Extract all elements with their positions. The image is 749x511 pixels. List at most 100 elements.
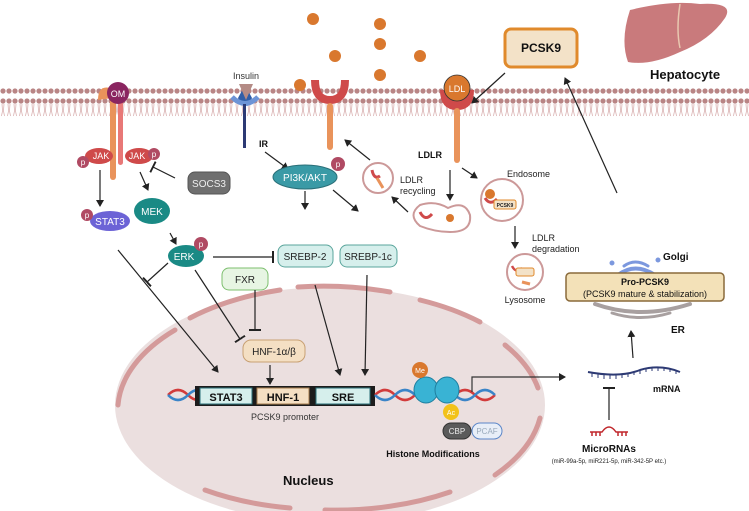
- golgi-label: Golgi: [663, 252, 689, 263]
- nucleosome-icon: [413, 376, 439, 404]
- promoter-stat3-label: STAT3: [209, 392, 242, 404]
- erk-inhibits-hnf1: [194, 269, 246, 344]
- micrornas-sub-label: (miR-99a-5p, miR221-5p, miR-342-5P etc.): [552, 459, 667, 465]
- om-ligand: [107, 82, 129, 104]
- ldl-particles: [294, 13, 426, 91]
- promoter-box-stat3[interactable]: [199, 387, 253, 405]
- srebp1c-label: SREBP-1c: [344, 252, 392, 263]
- promoter-box-hnf1[interactable]: [256, 387, 310, 405]
- phospho-erk: [194, 237, 208, 251]
- pcsk9-label: PCSK9: [521, 41, 561, 55]
- recycling-to-membrane-arrow: [344, 139, 371, 161]
- mek-label: MEK: [141, 207, 163, 218]
- nucleus-label: Nucleus: [283, 473, 334, 488]
- insulin-ligand: [239, 84, 253, 100]
- srebp2-node[interactable]: [277, 244, 334, 268]
- er-label: ER: [671, 325, 686, 336]
- jak-to-mek-arrow: [139, 171, 150, 191]
- ldlr-label: LDLR: [418, 150, 442, 160]
- insulin-label: Insulin: [233, 71, 259, 81]
- socs3-label: SOCS3: [192, 179, 226, 190]
- mrna-to-er-arrow: [627, 330, 636, 359]
- micrornas-label: MicroRNAs: [582, 444, 636, 455]
- pi3k-to-srebp1c-arrow: [332, 189, 359, 212]
- mek-node[interactable]: [134, 198, 170, 224]
- socs3-inhibits-jak: [149, 161, 176, 179]
- phospho-label: p: [336, 160, 341, 169]
- ldlr-to-endosome-arrow: [461, 167, 478, 179]
- pcsk9-box[interactable]: [503, 27, 579, 69]
- mek-to-erk-arrow: [169, 232, 177, 245]
- to-recycling-arrow: [391, 196, 409, 213]
- stat3-node[interactable]: [90, 211, 130, 231]
- phospho-jak-left: [77, 156, 89, 168]
- fxr-label: FXR: [235, 275, 255, 286]
- phospho-jak-right: [148, 148, 160, 160]
- ldlr-empty-receptor: [311, 79, 349, 105]
- mrna-icon: [587, 366, 681, 379]
- ir-label: IR: [259, 139, 269, 149]
- pro-pcsk9-sub: (PCSK9 mature & stabilization): [583, 289, 707, 299]
- ldl-particle-bound: [443, 74, 471, 102]
- dna-right-icon: [374, 388, 496, 402]
- pro-pcsk9-title: Pro-PCSK9: [621, 277, 669, 287]
- promoter-box-sre[interactable]: [315, 387, 371, 405]
- erk-label: ERK: [174, 252, 195, 263]
- liver-icon: [624, 2, 728, 63]
- acetyl-mark: [443, 404, 459, 420]
- fxr-node[interactable]: [221, 267, 269, 291]
- hnf1ab-label: HNF-1α/β: [252, 347, 296, 358]
- recycling-label-2: recycling: [400, 186, 436, 196]
- me-label: Me: [415, 368, 425, 375]
- microrna-icon: [590, 426, 628, 436]
- jak-right: [125, 148, 153, 164]
- mrna-label: mRNA: [653, 384, 681, 394]
- cbp-node[interactable]: [442, 422, 472, 440]
- stat3-to-promoter-arrow: [117, 249, 219, 373]
- phospho-label: p: [199, 240, 204, 249]
- srebp2-label: SREBP-2: [284, 252, 327, 263]
- endosome-label: Endosome: [507, 169, 550, 179]
- recycling-label-1: LDLR: [400, 175, 424, 185]
- erk-node[interactable]: [168, 245, 204, 267]
- pro-pcsk9-box[interactable]: [565, 272, 725, 302]
- promoter-hnf1-label: HNF-1: [267, 392, 299, 404]
- srebp1c-node[interactable]: [339, 244, 398, 268]
- lysosome-label: Lysosome: [505, 295, 546, 305]
- ac-label: Ac: [447, 410, 456, 417]
- stat3-label: STAT3: [95, 217, 125, 228]
- er-icon: [593, 302, 692, 319]
- pcaf-node[interactable]: [471, 422, 503, 440]
- ldl-label: LDL: [449, 84, 466, 94]
- hnf1ab-node[interactable]: [242, 339, 306, 363]
- pcsk9-small-label: PCSK9: [497, 203, 514, 209]
- cbp-label: CBP: [449, 427, 465, 436]
- nucleosome-icon: [434, 376, 460, 404]
- erk-inhibits-stat3: [142, 262, 169, 288]
- degradation-label-1: LDLR: [532, 233, 556, 243]
- methyl-mark: [412, 362, 428, 378]
- pi3k-akt-node[interactable]: [272, 164, 338, 190]
- phospho-label: p: [85, 211, 90, 220]
- degradation-label-2: degradation: [532, 244, 580, 254]
- phospho-pi3k: [331, 157, 345, 171]
- pcsk9-to-ldlr-arrow: [471, 72, 506, 104]
- sorting-vesicle: [412, 202, 472, 234]
- golgi-to-pcsk9-arrow: [563, 77, 618, 194]
- srebp2-to-sre-arrow: [314, 284, 343, 376]
- transcription-arrow: [471, 373, 566, 392]
- ir-to-pi3k-arrow: [264, 151, 289, 170]
- phospho-label: p: [152, 150, 157, 159]
- socs3-node[interactable]: [187, 171, 231, 195]
- promoter-sre-label: SRE: [332, 392, 355, 404]
- hepatocyte-label: Hepatocyte: [650, 67, 720, 82]
- pi3k-akt-label: PI3K/AKT: [283, 173, 327, 184]
- pcsk9-in-endosome: [493, 199, 517, 210]
- promoter-label: PCSK9 promoter: [251, 412, 319, 422]
- phospho-stat3: [81, 209, 93, 221]
- jak-left-label: JAK: [93, 151, 110, 161]
- histone-label: Histone Modifications: [386, 449, 480, 459]
- jak-right-label: JAK: [129, 151, 146, 161]
